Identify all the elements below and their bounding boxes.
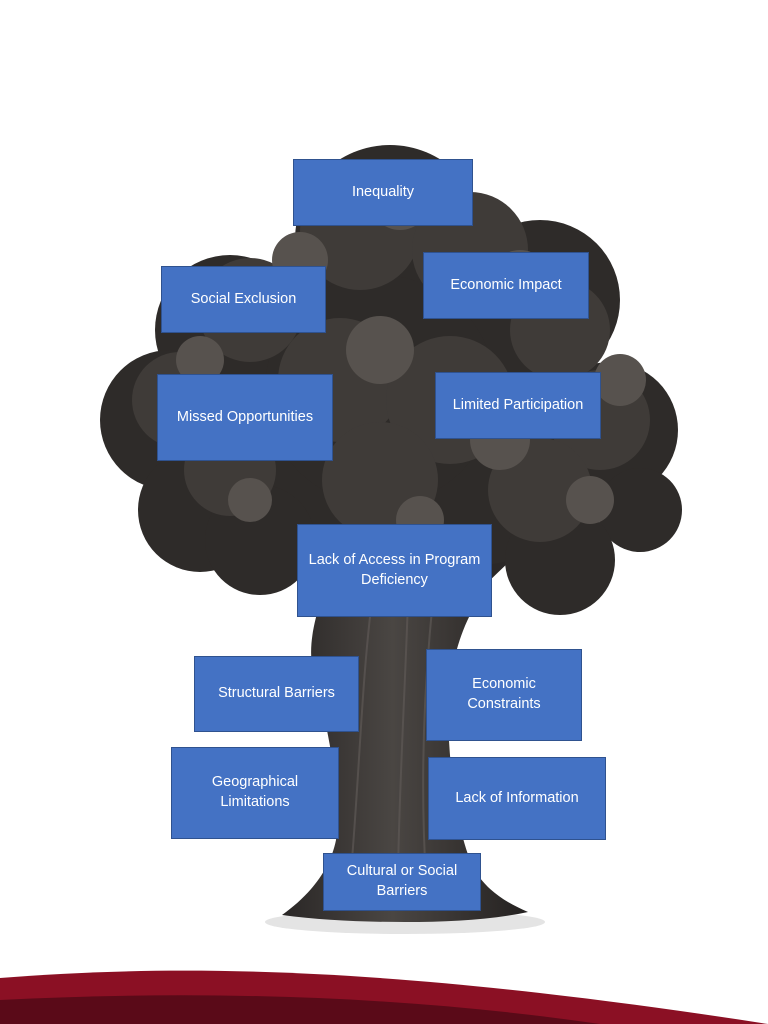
box-missed-opportunities-label: Missed Opportunities <box>176 408 314 425</box>
box-geographical-limitations: Geographical Limitations <box>171 747 339 839</box>
box-social-exclusion: Social Exclusion <box>161 266 326 333</box>
box-structural-barriers: Structural Barriers <box>194 656 359 732</box>
box-economic-constraints: Economic Constraints <box>426 649 582 741</box>
box-lack-of-access-label: Lack of Access in Program Deficiency <box>308 551 481 588</box>
box-economic-constraints-label: Economic Constraints <box>467 676 541 712</box>
box-social-exclusion-label: Social Exclusion <box>190 290 297 307</box>
box-cultural-social-barriers-label: Cultural or Social Barriers <box>346 863 458 899</box>
box-economic-impact: Economic Impact <box>423 252 589 319</box>
trunk-texture <box>351 599 433 881</box>
box-limited-participation: Limited Participation <box>435 372 601 439</box>
footer-dark-swoosh <box>0 995 600 1024</box>
box-economic-impact-label: Economic Impact <box>450 276 562 293</box>
box-cultural-social-barriers: Cultural or Social Barriers <box>323 853 481 911</box>
box-limited-participation-label: Limited Participation <box>452 396 584 413</box>
box-lack-of-information: Lack of Information <box>428 757 606 840</box>
box-inequality-label: Inequality <box>351 183 415 200</box>
box-lack-of-access: Lack of Access in Program Deficiency <box>297 524 492 617</box>
box-missed-opportunities: Missed Opportunities <box>157 374 333 461</box>
box-structural-barriers-label: Structural Barriers <box>218 685 335 702</box>
box-inequality: Inequality <box>293 159 473 226</box>
tree-trunk <box>282 560 528 922</box>
box-lack-of-information-label: Lack of Information <box>455 789 579 806</box>
box-geographical-limitations-label: Geographical Limitations <box>211 774 299 810</box>
